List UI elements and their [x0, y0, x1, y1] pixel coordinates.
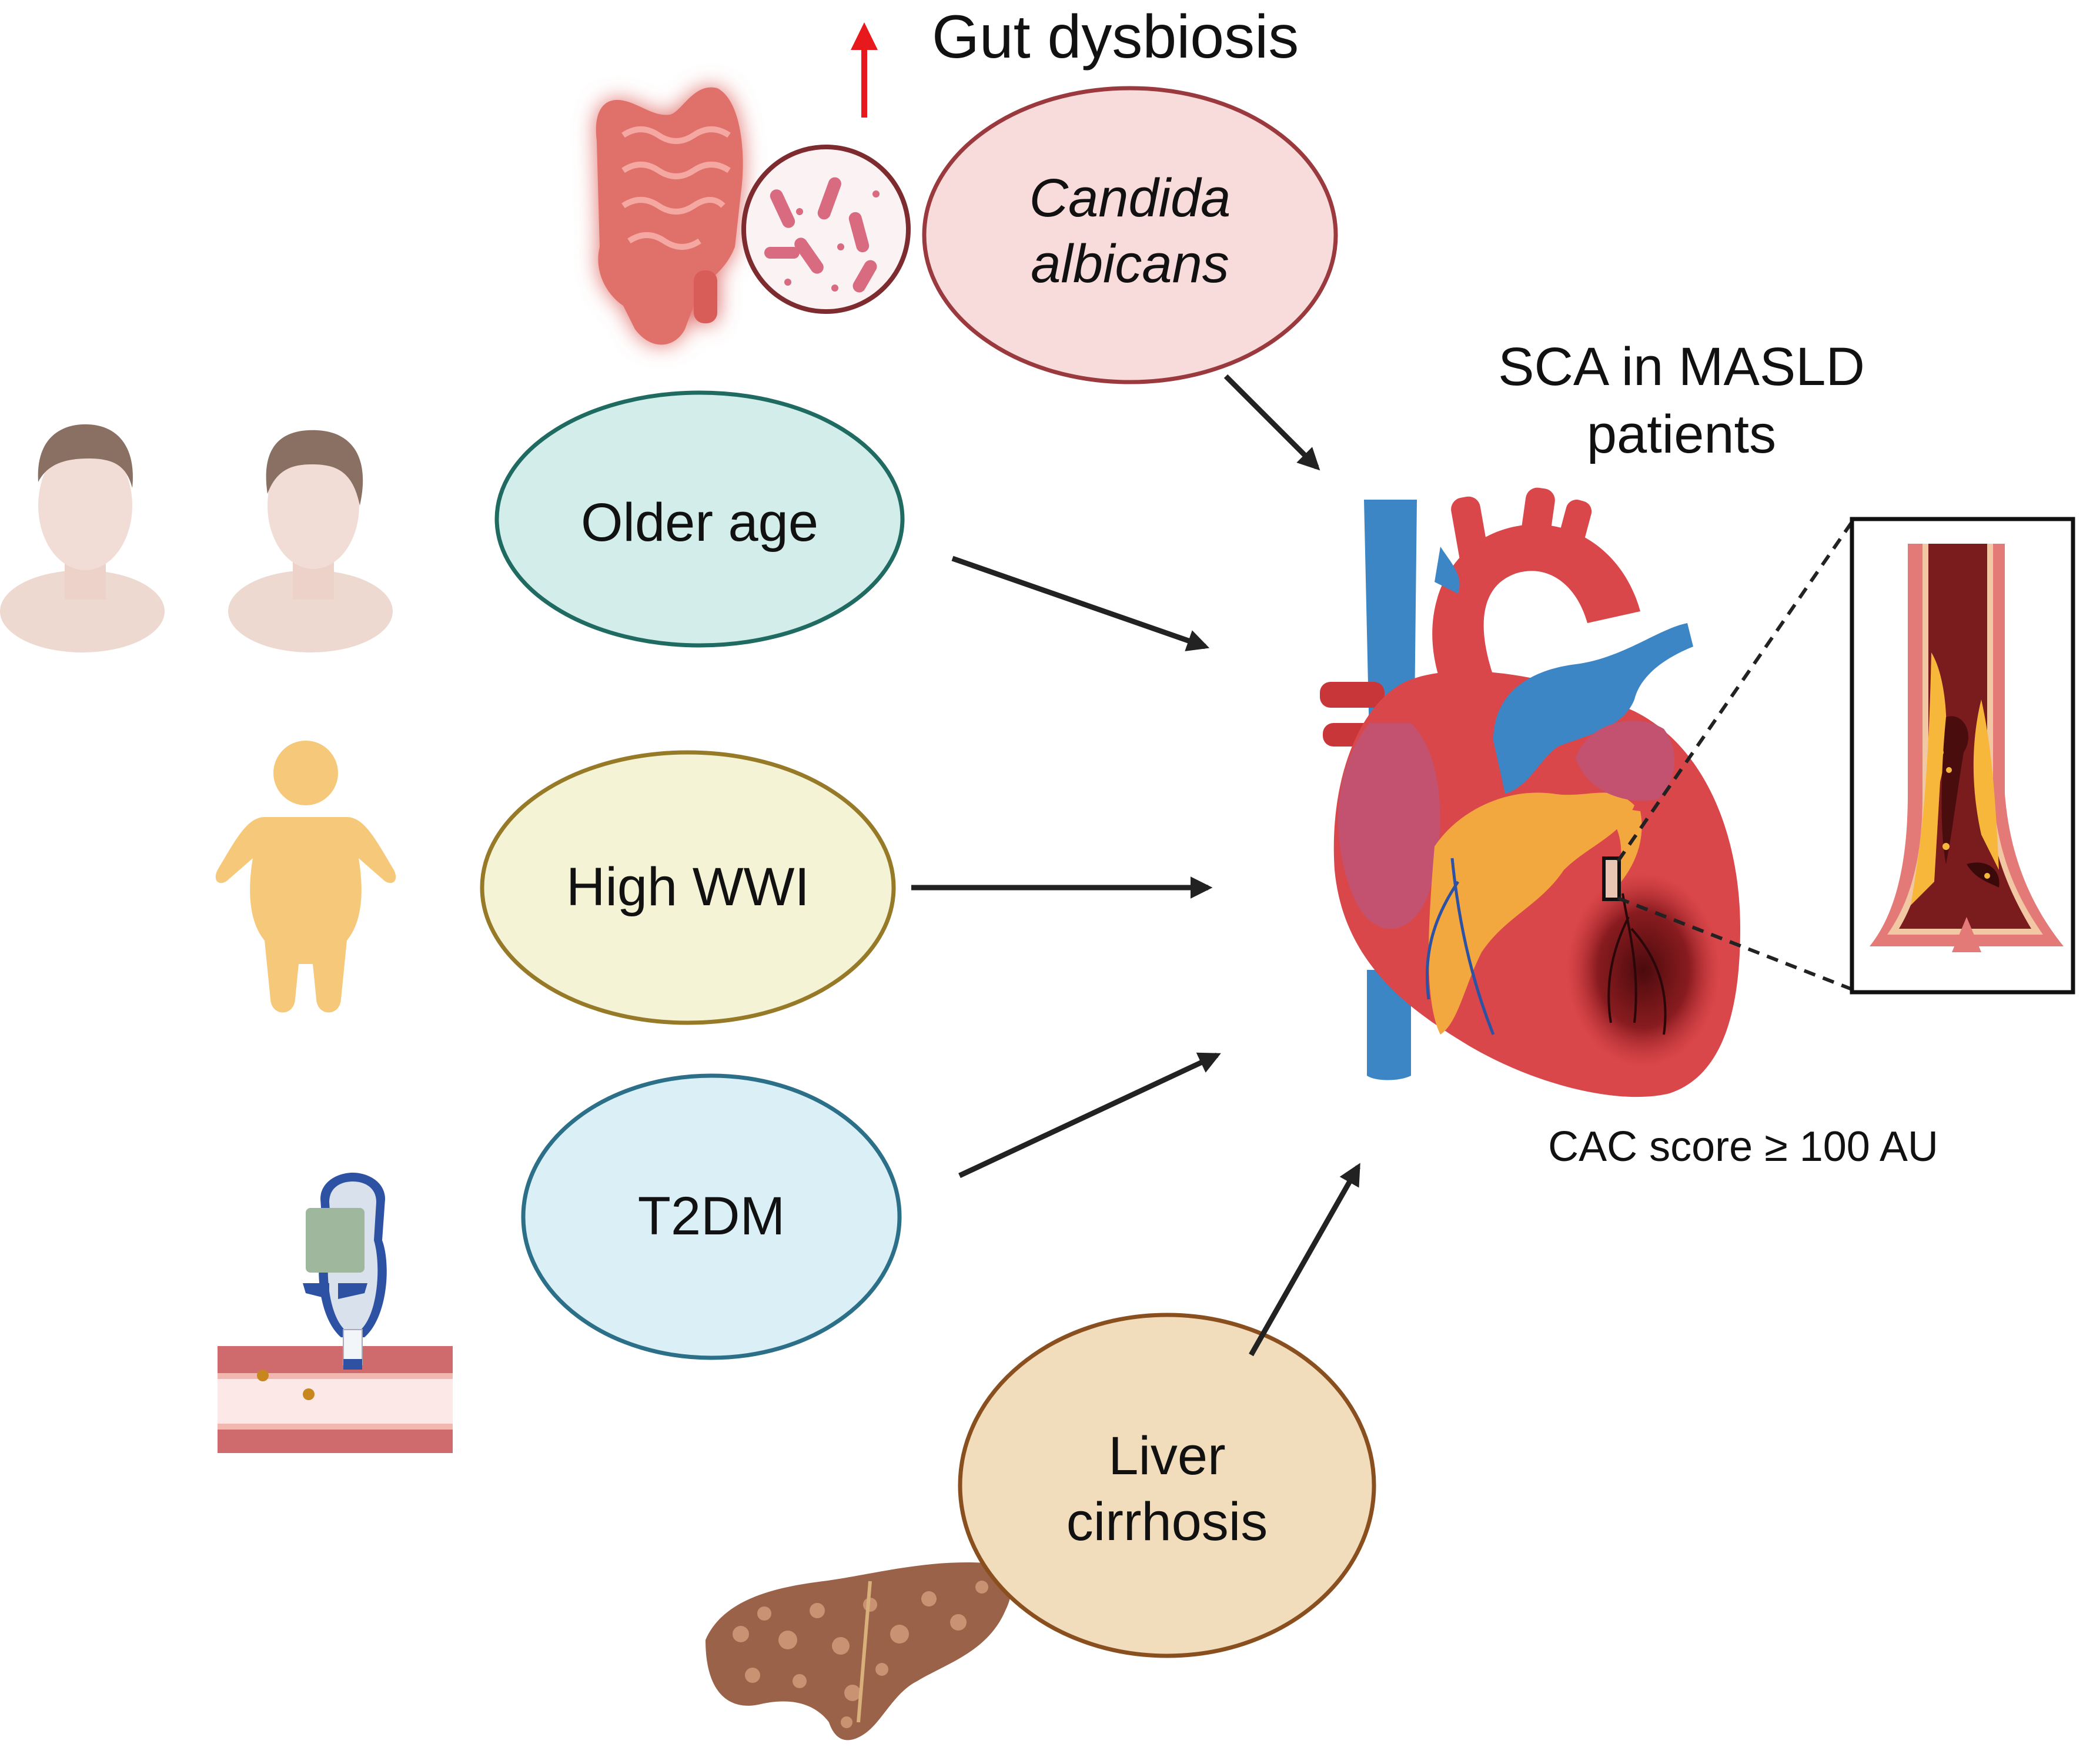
- microbiome-magnifier-icon: [741, 145, 911, 314]
- candida-albicans-label-line1: Candida: [1029, 168, 1231, 228]
- liver-cirrhosis-label-line2: cirrhosis: [1066, 1492, 1268, 1552]
- arrow-liver-cirrhosis-to-heart: [1249, 1163, 1360, 1357]
- zoom-callout-lines: [1616, 521, 1854, 991]
- calcified-artery-inset: [1850, 517, 2075, 995]
- older-age-label: Older age: [581, 493, 818, 553]
- t2dm-label: T2DM: [638, 1186, 785, 1246]
- high-wwi-node: High WWI: [480, 750, 896, 1025]
- arrows: [911, 374, 1360, 1357]
- liver-cirrhosis-node: Liver cirrhosis: [958, 1313, 1376, 1658]
- t2dm-node: T2DM: [521, 1073, 902, 1360]
- gut-dysbiosis-increase-arrow: [851, 22, 878, 118]
- arrow-older-age-to-heart: [951, 555, 1210, 651]
- cac-criterion-label: CAC score ≥ 100 AU: [1548, 1123, 1938, 1170]
- lesion-marker-box: [1602, 856, 1621, 901]
- high-wwi-label: High WWI: [566, 857, 810, 917]
- outcome-title-line2: patients: [1587, 404, 1776, 464]
- older-adults-icon: [0, 424, 393, 652]
- cirrhotic-liver-icon: [706, 1562, 1012, 1740]
- arrow-candida-to-heart: [1223, 374, 1320, 471]
- obese-person-icon: [215, 741, 396, 1013]
- arrow-t2dm-to-heart: [958, 1052, 1221, 1179]
- intestine-icon: [596, 87, 743, 345]
- liver-cirrhosis-label-line1: Liver: [1108, 1426, 1225, 1486]
- candida-albicans-label-line2: albicans: [1031, 234, 1229, 294]
- outcome-title-line1: SCA in MASLD: [1498, 337, 1865, 397]
- gut-dysbiosis-heading: Gut dysbiosis: [932, 3, 1299, 71]
- older-age-node: Older age: [494, 390, 905, 648]
- candida-albicans-node: Candida albicans: [922, 86, 1338, 384]
- glucometer-icon: [218, 1173, 453, 1453]
- heart-icon: [1320, 487, 1740, 1097]
